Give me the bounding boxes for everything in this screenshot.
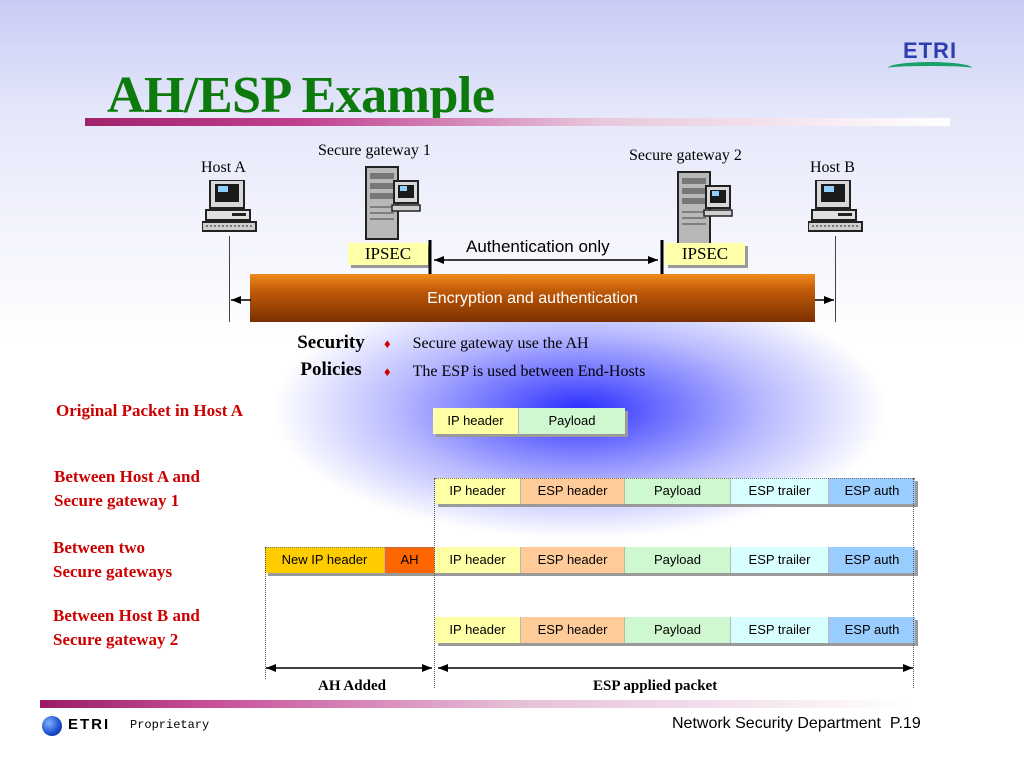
ipsec-badge-right: IPSEC: [665, 243, 745, 265]
gateway-1-label: Secure gateway 1: [318, 142, 431, 159]
gateway-2-label: Secure gateway 2: [629, 147, 742, 164]
new-ip-header-field: New IP header: [265, 547, 385, 573]
esp-trailer-field: ESP trailer: [731, 617, 829, 643]
guide-line: [434, 478, 435, 688]
esp-applied-label: ESP applied packet: [593, 678, 718, 694]
security-title-line1: Security: [297, 332, 365, 353]
host-a-link-line: [229, 236, 230, 322]
footer-department: Network Security Department P.19: [672, 715, 921, 733]
row1-label: Between Host A and Secure gateway 1: [54, 465, 200, 513]
esp-trailer-field: ESP trailer: [731, 478, 829, 504]
page-title: AH/ESP Example: [107, 67, 495, 124]
esp-auth-field: ESP auth: [829, 547, 915, 573]
payload-field: Payload: [625, 617, 731, 643]
encryption-authentication-bar: Encryption and authentication: [250, 274, 815, 322]
security-title-line2: Policies: [300, 359, 362, 380]
host-b-computer-icon: [808, 180, 863, 232]
globe-icon: [42, 716, 62, 736]
payload-field: Payload: [625, 547, 731, 573]
row3-label-line1: Between Host B and: [53, 606, 200, 625]
esp-packet-row-1: IP header ESP header Payload ESP trailer…: [435, 478, 915, 504]
row3-label: Between Host B and Secure gateway 2: [53, 604, 200, 652]
host-b-link-line: [835, 236, 836, 322]
esp-packet-row-3: IP header ESP header Payload ESP trailer…: [435, 617, 915, 643]
row2-label-line1: Between two: [53, 538, 146, 557]
footer-proprietary: Proprietary: [130, 718, 210, 732]
esp-trailer-field: ESP trailer: [731, 547, 829, 573]
bullet-text: Secure gateway use the AH: [412, 335, 589, 352]
ip-header-field: IP header: [435, 478, 521, 504]
row2-label-line2: Secure gateways: [53, 562, 173, 581]
guide-line: [913, 478, 914, 688]
row2-label: Between two Secure gateways: [53, 536, 172, 584]
security-policies-title: Security Policies: [286, 329, 376, 383]
esp-header-field: ESP header: [521, 547, 625, 573]
host-a-label: Host A: [201, 159, 246, 176]
ah-esp-packet-row: New IP header AH IP header ESP header Pa…: [265, 547, 915, 573]
payload-field: Payload: [519, 408, 625, 434]
end-to-end-arrow: [231, 296, 834, 304]
guide-line: [265, 547, 266, 679]
host-b-label: Host B: [810, 159, 855, 176]
gateway-1-server-icon: [365, 166, 421, 240]
footer-logo-name: ETRI: [68, 716, 111, 733]
row3-label-line2: Secure gateway 2: [53, 630, 179, 649]
bullet-text: The ESP is used between End-Hosts: [412, 363, 646, 380]
ah-added-label: AH Added: [318, 678, 386, 694]
esp-header-field: ESP header: [521, 617, 625, 643]
bullet-item: ♦ Secure gateway use the AH: [384, 335, 589, 353]
esp-auth-field: ESP auth: [829, 478, 915, 504]
authentication-only-label: Authentication only: [466, 237, 610, 256]
original-packet-label: Original Packet in Host A: [56, 401, 243, 420]
bullet-item: ♦ The ESP is used between End-Hosts: [384, 363, 645, 381]
ip-header-field: IP header: [433, 408, 519, 434]
authentication-only-arrow: [428, 240, 664, 280]
gateway-2-server-icon: [677, 171, 733, 245]
row1-label-line2: Secure gateway 1: [54, 491, 180, 510]
etri-logo-arc: [888, 62, 972, 74]
payload-field: Payload: [625, 478, 731, 504]
guide-line: [435, 478, 915, 479]
row1-label-line1: Between Host A and: [54, 467, 200, 486]
ipsec-badge-left: IPSEC: [348, 243, 428, 265]
title-divider: [85, 118, 950, 126]
department-name: Network Security Department: [672, 715, 881, 732]
ip-header-field: IP header: [435, 617, 521, 643]
etri-logo-text: ETRI: [902, 38, 958, 63]
original-packet-row: IP header Payload: [433, 408, 625, 434]
host-a-computer-icon: [202, 180, 257, 232]
guide-line: [265, 547, 435, 548]
ah-field: AH: [385, 547, 435, 573]
page-number: P.19: [889, 715, 921, 732]
footer-divider: [40, 700, 910, 708]
etri-logo: ETRI: [888, 38, 972, 74]
diamond-bullet-icon: ♦: [384, 336, 391, 351]
ip-header-field: IP header: [435, 547, 521, 573]
esp-auth-field: ESP auth: [829, 617, 915, 643]
diamond-bullet-icon: ♦: [384, 364, 391, 379]
span-arrows: [266, 664, 913, 672]
esp-header-field: ESP header: [521, 478, 625, 504]
